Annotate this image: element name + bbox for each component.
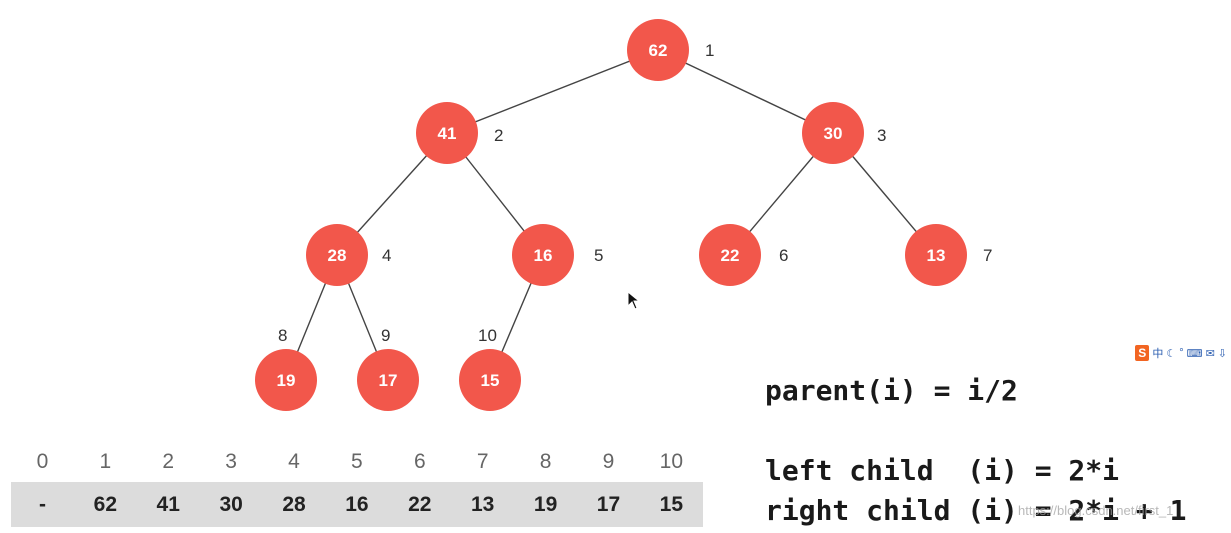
array-index-cell: 0 [36,450,49,473]
tree-node-index: 6 [779,246,788,265]
array-value-cell: - [38,492,46,516]
array-value-cell: 28 [282,492,306,516]
tree-node-index: 7 [983,246,992,265]
ime-item-mail-icon[interactable]: ✉ [1205,347,1215,360]
tree-node-index: 3 [877,126,886,145]
array-index-cell: 5 [351,450,363,473]
array-value-cell: 15 [659,492,684,516]
array-value-cell: 19 [533,492,558,516]
tree-node-value: 16 [534,246,553,265]
tree-node-6: 22 6 [699,224,788,286]
array-index-cell: 2 [162,450,175,473]
tree-node-index: 4 [382,246,391,265]
array-value-cell: 17 [596,492,621,516]
tree-node-index: 1 [705,41,714,60]
array-value-cell: 41 [156,492,180,516]
array-value-cell: 22 [408,492,432,516]
tree-node-value: 41 [438,124,457,143]
array-value-cell: 30 [219,492,243,516]
mouse-cursor-icon [627,291,641,310]
tree-node-9: 17 9 [357,326,419,411]
tree-node-circle [306,224,368,286]
ime-item-download-icon[interactable]: ⇩ [1217,347,1227,360]
ime-item-moon-icon[interactable]: ☾ [1166,347,1177,360]
tree-edge-1-2 [446,49,659,134]
array-index-cell: 1 [99,450,112,473]
tree-node-2: 41 2 [416,102,503,164]
tree-node-index: 5 [594,246,603,265]
tree-node-7: 13 7 [905,224,992,286]
array-value-cell: 13 [471,492,495,516]
ime-toolbar[interactable]: S 中 ☾ ° ⌨ ✉ ⇩ [1135,344,1227,362]
tree-node-value: 13 [927,246,946,265]
tree-node-value: 62 [649,41,668,60]
tree-node-circle [699,224,761,286]
array-index-cell: 9 [602,450,615,473]
tree-node-index: 8 [278,326,287,345]
tree-node-value: 19 [277,371,296,390]
tree-node-circle [802,102,864,164]
array-index-cell: 4 [288,450,300,473]
tree-node-value: 30 [824,124,843,143]
tree-node-value: 28 [328,246,347,265]
tree-node-circle [357,349,419,411]
array-value-cell: 62 [93,492,118,516]
array-index-cell: 3 [225,450,237,473]
tree-node-value: 17 [379,371,398,390]
tree-node-circle [416,102,478,164]
tree-node-circle [905,224,967,286]
array-index-cell: 7 [476,450,489,473]
ime-item-keyboard-icon[interactable]: ⌨ [1186,347,1203,360]
tree-edge-1-3 [657,49,834,134]
array-index-cell: 8 [539,450,552,473]
watermark-text: https://blog.csdn.net/first_1 [1018,503,1174,518]
tree-node-circle [255,349,317,411]
tree-node-3: 30 3 [802,102,886,164]
tree-node-value: 22 [721,246,740,265]
tree-node-value: 15 [481,371,500,390]
tree-node-1: 62 1 [627,19,714,81]
parent-formula: parent(i) = i/2 [765,374,1018,407]
tree-node-index: 9 [381,326,390,345]
tree-node-5: 16 5 [512,224,603,286]
tree-node-index: 10 [478,326,497,345]
tree-node-8: 19 8 [255,326,317,411]
array-value-cell: 16 [345,492,369,516]
array-index-cell: 6 [413,450,426,473]
array-value-row: - 62 41 30 28 16 22 13 19 17 15 [11,482,703,527]
ime-item-punct-icon[interactable]: ° [1179,347,1184,359]
tree-node-4: 28 4 [306,224,391,286]
left-child-formula: left child (i) = 2*i [765,454,1120,487]
ime-item-lang[interactable]: 中 [1152,348,1164,360]
array-index-row: 0 1 2 3 4 5 6 7 8 9 10 [11,442,703,482]
tree-node-index: 2 [494,126,503,145]
tree-node-circle [627,19,689,81]
sogou-logo-icon[interactable]: S [1135,345,1150,361]
tree-node-circle [459,349,521,411]
tree-node-circle [512,224,574,286]
right-child-formula: right child (i) = 2*i + 1 [765,494,1187,527]
heap-array: 0 1 2 3 4 5 6 7 8 9 10 - 62 41 30 28 16 22 13 19 17 15 [11,442,703,527]
array-index-cell: 10 [659,450,684,473]
